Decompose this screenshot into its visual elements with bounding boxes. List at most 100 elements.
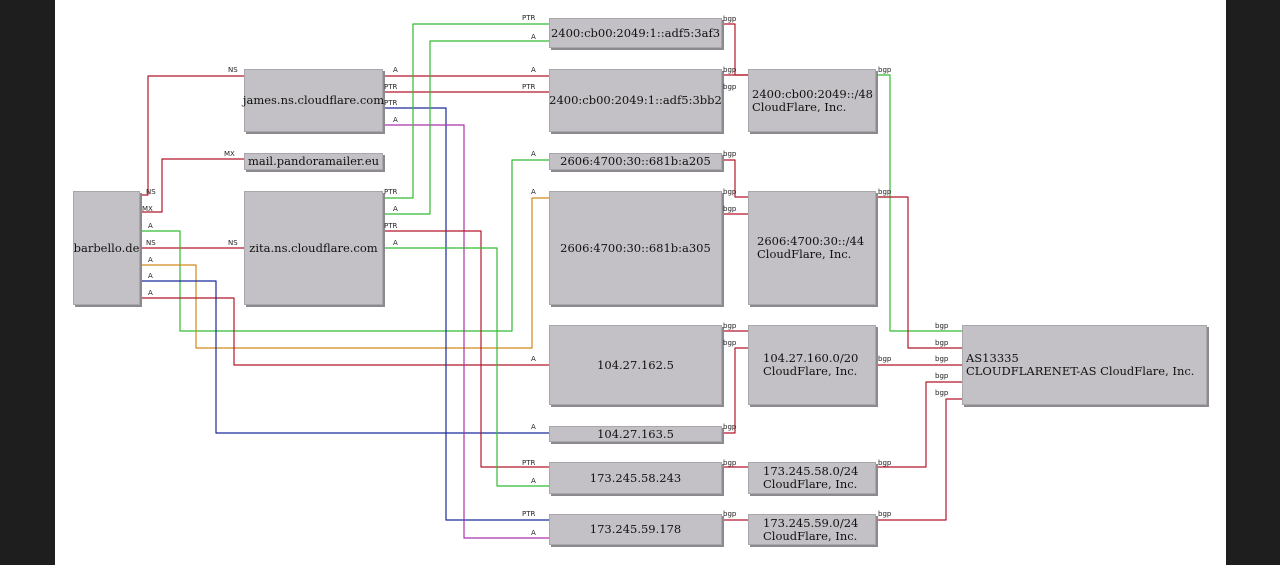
edge-label-59-ptr: PTR	[522, 510, 536, 518]
node-ip4-163-label: 104.27.163.5	[597, 426, 674, 441]
edge-as-59	[876, 398, 962, 521]
node-ip4-163[interactable]: 104.27.163.5	[549, 426, 722, 442]
node-ip4-58[interactable]: 173.245.58.243	[549, 462, 722, 494]
edge-label-james-ptr1: PTR	[384, 83, 398, 91]
edge-label-zita-a2: A	[393, 239, 398, 247]
node-as-name: CLOUDFLARENET-AS CloudFlare, Inc.	[966, 364, 1195, 378]
edge-label-barbello-a3: A	[148, 272, 153, 280]
edge-label-as-4: bgp	[935, 372, 949, 380]
edge-label-barbello-ns1: NS	[146, 188, 156, 196]
edge-label-zita-ptr1: PTR	[384, 188, 398, 196]
edge-label-barbello-mx: MX	[142, 205, 153, 213]
edge-label-barbello-ns2: NS	[146, 239, 156, 247]
edge-label-bgp-net104: bgp	[878, 355, 892, 363]
node-net-58-org: CloudFlare, Inc.	[763, 477, 858, 491]
node-ip6-a205-label: 2606:4700:30::681b:a205	[560, 154, 711, 168]
node-barbello-label: barbello.de	[73, 240, 140, 255]
edge-label-a305-a: A	[531, 188, 536, 196]
edge-label-bgp-59: bgp	[723, 510, 737, 518]
edge-label-zita-a1: A	[393, 205, 398, 213]
edge-label-58-a: A	[531, 477, 536, 485]
edge-label-59-a: A	[531, 529, 536, 537]
edge-label-ns-zita: NS	[228, 239, 238, 247]
edge-a-a305	[140, 197, 549, 349]
node-ip6-3bb2-label: 2400:cb00:2049:1::adf5:3bb2	[549, 93, 722, 107]
edge-zita-ptr-58	[383, 230, 549, 468]
edge-zita-a-58	[383, 247, 549, 487]
edge-bgp-a205	[722, 159, 748, 198]
edge-label-bgp-a305b: bgp	[723, 205, 737, 213]
edge-label-barbello-a2: A	[148, 256, 153, 264]
node-ip4-59-label: 173.245.59.178	[589, 522, 682, 536]
node-net-2400-org: CloudFlare, Inc.	[752, 99, 847, 114]
node-zita-label: zita.ns.cloudflare.com	[249, 240, 378, 255]
node-as-number: AS13335	[966, 351, 1019, 365]
node-net-59-prefix: 173.245.59.0/24	[763, 515, 859, 530]
node-james[interactable]: james.ns.cloudflare.com	[242, 69, 385, 132]
edge-label-james-ptr2: PTR	[384, 99, 398, 107]
node-ip6-3bb2[interactable]: 2400:cb00:2049:1::adf5:3bb2	[549, 69, 722, 132]
edge-label-bgp-a305a: bgp	[723, 188, 737, 196]
node-ip6-a305-label: 2606:4700:30::681b:a305	[560, 240, 711, 255]
edge-label-ns-james: NS	[228, 66, 238, 74]
edge-label-bgp-net2606: bgp	[878, 188, 892, 196]
node-ip6-a305[interactable]: 2606:4700:30::681b:a305	[549, 191, 722, 305]
edge-label-as-1: bgp	[935, 322, 949, 330]
edge-label-as-2: bgp	[935, 339, 949, 347]
node-net-59-org: CloudFlare, Inc.	[763, 528, 858, 543]
edge-mx-mail	[140, 158, 244, 213]
edge-zita-ptr-3af3	[383, 23, 549, 199]
edge-label-bgp-58: bgp	[723, 459, 737, 467]
edge-james-ptr-59	[383, 107, 549, 521]
edge-label-mx-mail: MX	[224, 150, 235, 158]
edge-ns-james	[140, 75, 244, 196]
node-net-2606-org: CloudFlare, Inc.	[757, 247, 852, 261]
edge-james-a-59	[383, 124, 549, 539]
edge-label-3af3-a: A	[531, 33, 536, 41]
edge-label-james-a2: A	[393, 116, 398, 124]
edge-label-3bb2-a: A	[531, 66, 536, 74]
edge-label-bgp-net59: bgp	[878, 510, 892, 518]
node-ip6-a205[interactable]: 2606:4700:30::681b:a205	[549, 153, 722, 170]
edge-as-2606	[876, 196, 962, 349]
edge-label-58-ptr: PTR	[522, 459, 536, 467]
edge-label-bgp-3af3: bgp	[723, 15, 737, 23]
edge-label-a205-a: A	[531, 150, 536, 158]
edge-as-58	[876, 381, 962, 468]
edge-bgp-163	[722, 347, 748, 434]
edge-label-bgp-162b: bgp	[723, 339, 737, 347]
edge-label-3af3-ptr: PTR	[522, 14, 536, 22]
edge-as-2400	[876, 74, 962, 332]
node-ip4-162[interactable]: 104.27.162.5	[549, 325, 722, 405]
edge-label-barbello-a4: A	[148, 289, 153, 297]
node-barbello[interactable]: barbello.de	[73, 191, 140, 305]
node-ip6-3af3[interactable]: 2400:cb00:2049:1::adf5:3af3	[549, 18, 722, 48]
edge-label-162-a: A	[531, 355, 536, 363]
edge-zita-a-3af3	[383, 40, 549, 215]
node-zita[interactable]: zita.ns.cloudflare.com	[244, 191, 383, 305]
node-ip4-59[interactable]: 173.245.59.178	[549, 514, 722, 545]
edge-label-bgp-net58: bgp	[878, 459, 892, 467]
node-mail[interactable]: mail.pandoramailer.eu	[244, 153, 383, 170]
edge-label-bgp-162a: bgp	[723, 322, 737, 330]
node-ip4-58-label: 173.245.58.243	[589, 470, 682, 485]
edge-a-104-162	[140, 297, 549, 366]
node-net-58-prefix: 173.245.58.0/24	[763, 464, 859, 478]
node-ip6-3af3-label: 2400:cb00:2049:1::adf5:3af3	[550, 25, 721, 40]
edge-label-as-5: bgp	[935, 389, 949, 397]
node-james-label: james.ns.cloudflare.com	[242, 93, 385, 107]
node-net-104-org: CloudFlare, Inc.	[763, 364, 858, 378]
edge-a-a205	[140, 159, 549, 332]
edge-label-as-3: bgp	[935, 355, 949, 363]
edge-label-bgp-163: bgp	[723, 423, 737, 431]
edge-label-zita-ptr2: PTR	[384, 222, 398, 230]
node-net-2606-prefix: 2606:4700:30::/44	[757, 234, 865, 248]
edge-label-bgp-a205: bgp	[723, 150, 737, 158]
